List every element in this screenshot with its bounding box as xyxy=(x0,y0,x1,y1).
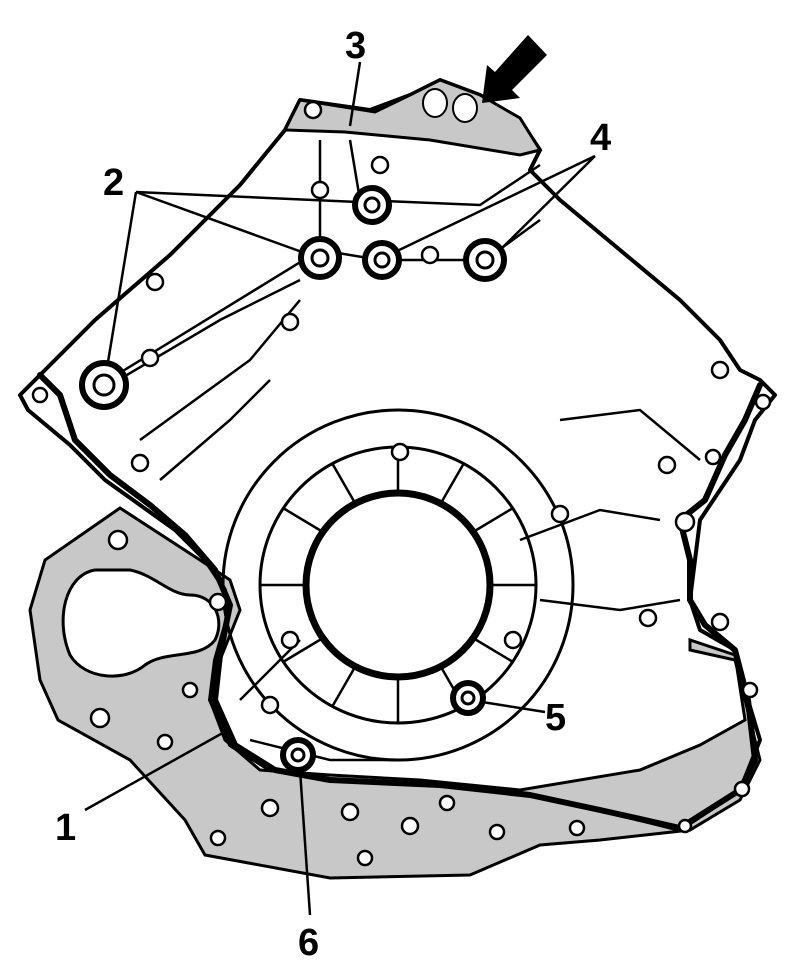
right-gasket-bead xyxy=(677,382,763,793)
bolt-2b xyxy=(298,236,342,280)
callout-6: 6 xyxy=(298,922,319,964)
left-gasket-bead xyxy=(37,372,743,831)
gasket-cutout xyxy=(61,568,221,678)
bolt-2c xyxy=(79,360,129,410)
callout-4: 4 xyxy=(590,117,611,159)
bolt-4a xyxy=(362,240,402,280)
callout-2: 2 xyxy=(103,162,124,204)
upper-gasket xyxy=(282,78,543,157)
bolt-4b xyxy=(463,238,507,282)
sealant-arrow-icon xyxy=(482,35,547,103)
callout-1: 1 xyxy=(55,807,76,849)
bolt-2a xyxy=(352,185,392,225)
callout-5: 5 xyxy=(545,697,566,739)
bosses xyxy=(31,100,772,715)
bolt-group xyxy=(79,185,507,773)
gasket-bolt-holes xyxy=(89,448,759,867)
crank-bore xyxy=(302,489,494,681)
bolt-6 xyxy=(280,737,316,773)
bolt-5 xyxy=(450,680,486,716)
leader-lines xyxy=(84,61,596,916)
callout-3: 3 xyxy=(345,25,366,67)
